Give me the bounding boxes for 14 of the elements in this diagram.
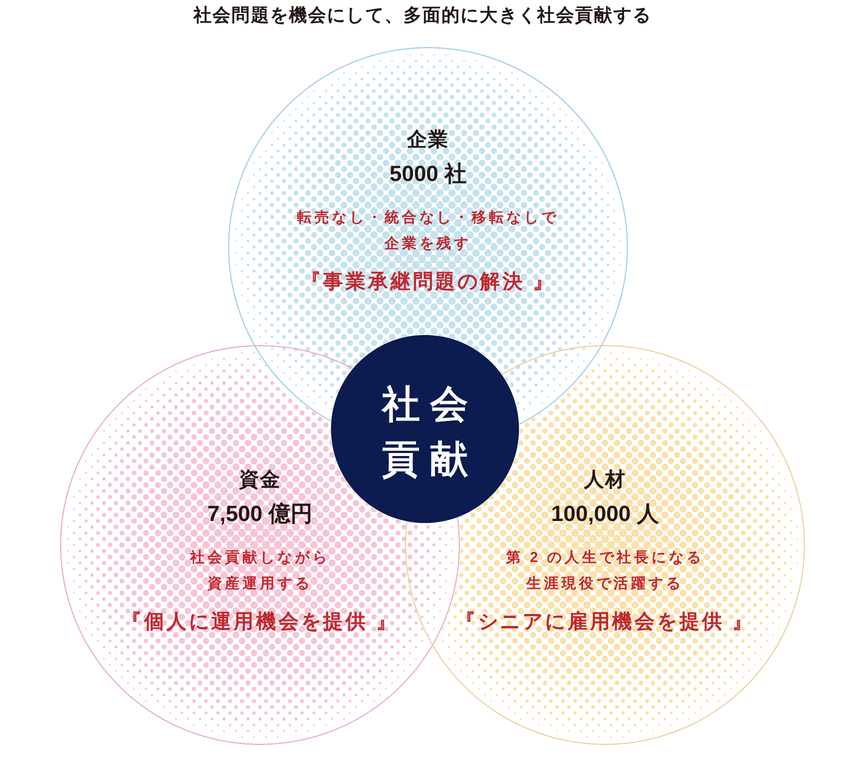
description-text: 転売なし・統合なし・移転なしで企業を残す xyxy=(296,208,560,254)
description-text: 第 2 の人生で社長になる生涯現役で活躍する xyxy=(504,548,706,594)
category-heading: 人材 xyxy=(584,468,626,492)
slogan-text: 『シニアに雇用機会を提供 』 xyxy=(455,610,755,635)
figure-value: 100,000 人 xyxy=(551,501,659,527)
category-heading: 企業 xyxy=(407,128,449,152)
diagram-title: 社会問題を機会にして、多面的に大きく社会貢献する xyxy=(194,4,652,26)
category-heading: 資金 xyxy=(239,468,281,492)
description-text: 社会貢献しながら資産運用する xyxy=(188,548,331,594)
slogan-text: 『個人に運用機会を提供 』 xyxy=(122,610,398,635)
figure-value: 5000 社 xyxy=(389,161,467,187)
figure-value: 7,500 億円 xyxy=(207,501,313,527)
center-label: 社会貢献 xyxy=(380,383,479,483)
slogan-text: 『事業承継問題の解決 』 xyxy=(300,270,556,295)
